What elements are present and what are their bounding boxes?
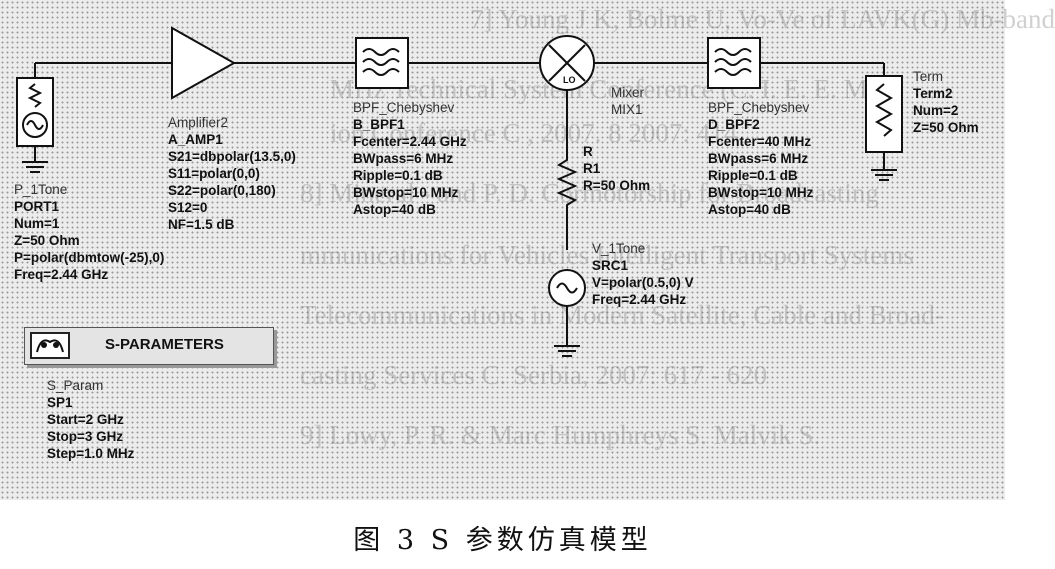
amp-s22: S22=polar(0,180) <box>168 183 276 198</box>
amp-name: A_AMP1 <box>168 132 223 147</box>
bpf1-bwpass: BWpass=6 MHz <box>353 151 454 166</box>
src-type: V_1Tone <box>592 241 646 256</box>
src-freq: Freq=2.44 GHz <box>592 292 687 307</box>
src-voltage: V=polar(0.5,0) V <box>592 275 694 290</box>
term-type: Term <box>913 69 943 84</box>
sparam-step: Step=1.0 MHz <box>47 446 135 461</box>
amp-type: Amplifier2 <box>168 115 229 130</box>
bpf2-astop: Astop=40 dB <box>708 202 791 217</box>
bleed-text-6: Telecommunications in Modern Satellite, … <box>300 300 944 330</box>
sparam-name: SP1 <box>47 395 73 410</box>
src-label: V_1Tone SRC1 V=polar(0.5,0) V Freq=2.44 … <box>592 240 694 308</box>
bpf1-name: B_BPF1 <box>353 117 405 132</box>
bpf1-bwstop: BWstop=10 MHz <box>353 185 459 200</box>
bpf1-fcenter: Fcenter=2.44 GHz <box>353 134 467 149</box>
term-label: Term Term2 Num=2 Z=50 Ohm <box>913 68 979 136</box>
term-impedance: Z=50 Ohm <box>913 120 979 135</box>
schematic-canvas: 7] Young J K, Bolme U, Vo-Ve of LAVK(G) … <box>0 0 1055 500</box>
mixer-label: Mixer MIX1 <box>611 84 644 118</box>
mixer-name: MIX1 <box>611 102 643 117</box>
amp-s11: S11=polar(0,0) <box>168 166 260 181</box>
resistor-type: R <box>583 144 593 159</box>
bpf2-label: BPF_Chebyshev D_BPF2 Fcenter=40 MHz BWpa… <box>708 99 813 218</box>
bleed-text-8: 9] Lowy, P. R. & Marc Humphreys S. Malvi… <box>300 420 821 450</box>
mixer-type: Mixer <box>611 85 644 100</box>
bpf1-type: BPF_Chebyshev <box>353 100 455 115</box>
amp-s21: S21=dbpolar(13.5,0) <box>168 149 296 164</box>
src-symbol <box>548 269 586 357</box>
port1-type: P_1Tone <box>14 182 68 197</box>
term-symbol <box>865 63 903 181</box>
mixer-symbol <box>539 35 595 150</box>
port1-freq: Freq=2.44 GHz <box>14 267 109 282</box>
resistor-name: R1 <box>583 161 601 176</box>
schematic-drawing: LO <box>16 26 903 357</box>
sparam-icon <box>30 332 70 359</box>
bpf2-bwpass: BWpass=6 MHz <box>708 151 809 166</box>
sparam-type: S_Param <box>47 378 104 393</box>
bleed-text-7: casting Services C. Serbia, 2007: 617 - … <box>300 360 768 390</box>
bpf2-bwstop: BWstop=10 MHz <box>708 185 814 200</box>
bpf2-symbol <box>707 37 761 89</box>
sparam-title: S-PARAMETERS <box>105 336 224 353</box>
figure-caption: 图 3 S 参数仿真模型 <box>353 525 652 556</box>
amp-s12: S12=0 <box>168 200 208 215</box>
amp-nf: NF=1.5 dB <box>168 217 235 232</box>
resistor-symbol <box>556 150 578 250</box>
port1-impedance: Z=50 Ohm <box>14 233 80 248</box>
bleed-text-1: 7] Young J K, Bolme U, Vo-Ve of LAVK(G) … <box>470 4 1055 34</box>
bpf2-name: D_BPF2 <box>708 117 760 132</box>
amp-label: Amplifier2 A_AMP1 S21=dbpolar(13.5,0) S1… <box>168 114 296 233</box>
bpf2-fcenter: Fcenter=40 MHz <box>708 134 812 149</box>
sparam-start: Start=2 GHz <box>47 412 124 427</box>
bleed-text-5: mmunications for Vehicles Intelligent Tr… <box>300 240 914 270</box>
bpf1-ripple: Ripple=0.1 dB <box>353 168 443 183</box>
sparam-stop: Stop=3 GHz <box>47 429 124 444</box>
port1-label: P_1Tone PORT1 Num=1 Z=50 Ohm P=polar(dbm… <box>14 181 164 283</box>
term-num: Num=2 <box>913 103 959 118</box>
port1-power: P=polar(dbmtow(-25),0) <box>14 250 165 265</box>
bpf1-symbol <box>355 37 409 89</box>
bpf2-type: BPF_Chebyshev <box>708 100 810 115</box>
resistor-label: R R1 R=50 Ohm <box>583 143 650 194</box>
port1-symbol <box>16 63 54 173</box>
src-name: SRC1 <box>592 258 629 273</box>
bpf1-astop: Astop=40 dB <box>353 202 436 217</box>
amplifier-symbol <box>171 26 237 100</box>
sparam-controller: S-PARAMETERS <box>24 327 274 365</box>
term-name: Term2 <box>913 86 953 101</box>
mixer-lo-label: LO <box>563 75 576 85</box>
resistor-value: R=50 Ohm <box>583 178 651 193</box>
sparam-label: S_Param SP1 Start=2 GHz Stop=3 GHz Step=… <box>47 377 134 462</box>
bleed-text-3: ion Conference C , 2007. 8 2007: 414 <box>330 118 738 148</box>
port1-name: PORT1 <box>14 199 60 214</box>
bleed-text-2: MHz Technical System Conference (C. I. E… <box>330 74 875 104</box>
bleed-text-4: 8] Mineral - and P. D. Cormotorship for … <box>300 178 879 208</box>
figure: 7] Young J K, Bolme U, Vo-Ve of LAVK(G) … <box>0 0 1055 556</box>
bpf1-label: BPF_Chebyshev B_BPF1 Fcenter=2.44 GHz BW… <box>353 99 467 218</box>
port1-num: Num=1 <box>14 216 60 231</box>
bpf2-ripple: Ripple=0.1 dB <box>708 168 798 183</box>
